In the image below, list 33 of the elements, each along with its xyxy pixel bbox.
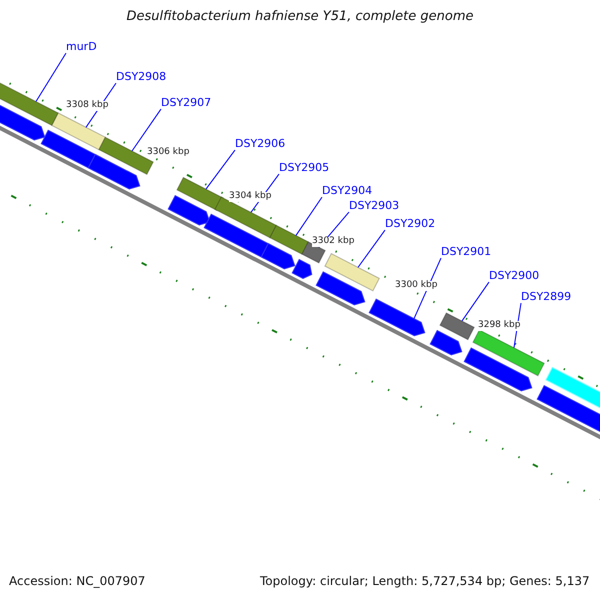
leader-line: [358, 230, 386, 268]
position-label: 3308 kbp: [66, 101, 108, 111]
gene-name: murD: [66, 41, 97, 54]
position-label: 3298 kbp: [478, 321, 520, 331]
leader-line: [206, 150, 236, 190]
gene-name: DSY2903: [349, 200, 400, 212]
position-label: 3302 kbp: [312, 237, 354, 247]
gene-name: DSY2907: [161, 97, 212, 110]
position-label: 3306 kbp: [147, 148, 190, 158]
leader-line: [296, 196, 322, 236]
leader-line: [36, 52, 66, 102]
gene-bar: [324, 252, 380, 292]
gene-bar: [269, 224, 309, 255]
gene-name: DSY2901: [441, 246, 492, 258]
footer-text: Accession: NC_007907: [9, 575, 146, 588]
title: Desulfitobacterium hafniense Y51, complete genome: [125, 9, 474, 24]
gene-name: DSY2902: [385, 218, 436, 230]
gene-name: DSY2904: [322, 185, 372, 198]
position-label: 3300 kbp: [395, 281, 438, 291]
gene-name: DSY2906: [235, 138, 286, 150]
gene-bar: [51, 112, 106, 150]
footer-text: Topology: circular; Length: 5,727,534 bp; Genes: 5,137: [260, 575, 590, 588]
gene-bar: [176, 176, 224, 212]
gene-name: DSY2905: [279, 162, 330, 174]
cds-block: [368, 298, 426, 336]
leader-line: [462, 282, 490, 322]
gene-name: DSY2900: [489, 270, 540, 282]
gene-name: DSY2899: [521, 291, 572, 304]
gene-bar: [472, 329, 545, 376]
gene-bar: [439, 312, 475, 340]
leader-line: [132, 108, 162, 152]
position-label: 3304 kbp: [229, 192, 272, 202]
gene-name: DSY2908: [116, 71, 166, 84]
